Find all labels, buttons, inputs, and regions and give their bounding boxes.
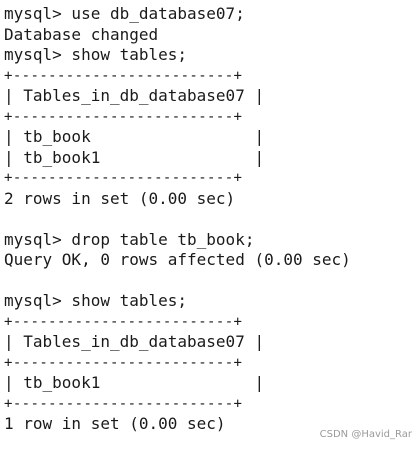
command-line: mysql> show tables;: [4, 291, 188, 310]
table-header: | Tables_in_db_database07 |: [4, 332, 265, 351]
table-border: +-------------------------+: [4, 313, 243, 330]
table-border: +-------------------------+: [4, 170, 243, 186]
table-row: | tb_book |: [4, 127, 265, 146]
watermark: CSDN @Havid_Rar: [319, 428, 412, 440]
output-line: Query OK, 0 rows affected (0.00 sec): [4, 250, 351, 269]
output-line: Database changed: [4, 24, 159, 44]
table-border: +-------------------------+: [4, 354, 243, 371]
command-line: mysql> use db_database07;: [4, 4, 245, 23]
command-line: mysql> show tables;: [4, 45, 188, 64]
table-border: +-------------------------+: [4, 108, 243, 125]
table-border: +-------------------------+: [4, 67, 243, 84]
result-summary: 1 row in set (0.00 sec): [4, 414, 226, 433]
table-row: | tb_book1 |: [4, 147, 265, 167]
blank-line: [4, 209, 418, 230]
table-border: +-------------------------+: [4, 395, 243, 412]
table-header: | Tables_in_db_database07 |: [4, 86, 265, 105]
result-summary: 2 rows in set (0.00 sec): [4, 188, 236, 208]
command-line: mysql> drop table tb_book;: [4, 229, 255, 249]
blank-line: [4, 271, 418, 292]
table-row: | tb_book1 |: [4, 373, 265, 392]
